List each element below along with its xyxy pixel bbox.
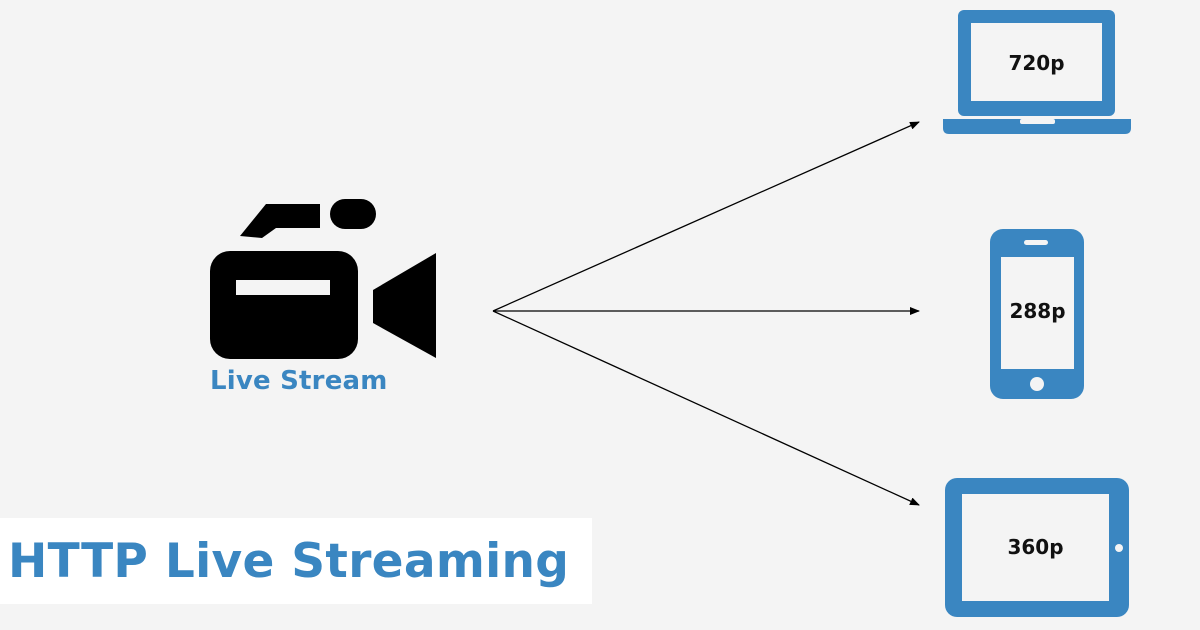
arrow-to-laptop: [492, 121, 920, 312]
smartphone-icon: [990, 229, 1084, 399]
tablet-icon: [945, 478, 1129, 617]
laptop-screen: [971, 23, 1102, 101]
camera-lens: [373, 253, 436, 358]
video-camera-icon: [210, 199, 436, 359]
source-label: Live Stream: [210, 366, 388, 396]
laptop-notch: [1020, 119, 1055, 124]
phone-resolution-label: 288p: [1009, 299, 1066, 323]
title-box: [0, 518, 592, 604]
tablet-screen: [962, 494, 1109, 601]
camera-handle-tip: [330, 199, 376, 229]
phone-screen: [1001, 257, 1074, 369]
camera-body: [210, 251, 358, 359]
camera-handle: [240, 204, 320, 238]
arrow-to-tablet: [492, 310, 920, 506]
page-title: HTTP Live Streaming: [8, 534, 570, 589]
camera-slot: [236, 280, 330, 295]
tablet-resolution-label: 360p: [1007, 535, 1064, 559]
laptop-base: [943, 119, 1131, 134]
phone-home-button: [1030, 377, 1044, 391]
laptop-resolution-label: 720p: [1008, 51, 1065, 75]
phone-speaker: [1024, 240, 1048, 245]
tablet-home-button: [1115, 544, 1123, 552]
laptop-icon: [943, 10, 1131, 134]
